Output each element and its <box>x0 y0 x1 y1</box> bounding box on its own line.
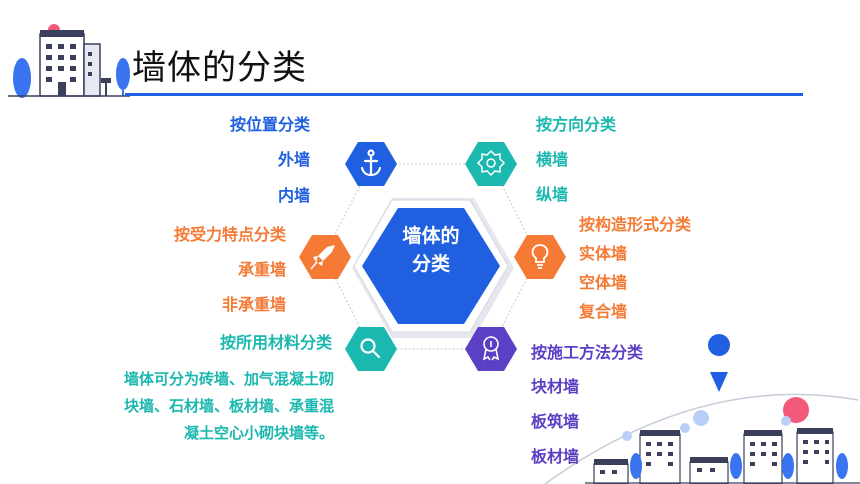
lightbulb-icon <box>531 244 549 269</box>
magnifier-icon <box>360 338 381 359</box>
force-item: 非承重墙 <box>221 295 286 314</box>
construction-item: 实体墙 <box>579 244 628 263</box>
direction-item: 纵墙 <box>536 185 569 204</box>
material-heading: 按所用材料分类 <box>219 333 332 352</box>
position-heading: 按位置分类 <box>229 115 310 134</box>
hex-method <box>465 327 517 371</box>
position-item: 外墙 <box>277 150 310 169</box>
method-item: 块材墙 <box>531 377 580 396</box>
construction-item: 复合墙 <box>579 302 628 321</box>
position-item: 内墙 <box>277 186 310 205</box>
gear-icon <box>476 149 506 177</box>
hex-construction <box>514 235 566 279</box>
hex-direction <box>465 142 517 186</box>
material-description-line: 墙体可分为砖墙、加气混凝土砌 <box>123 370 334 388</box>
header-building-illustration <box>8 24 130 98</box>
center-label-line1: 墙体的 <box>402 225 460 247</box>
method-heading: 按施工方法分类 <box>531 343 644 362</box>
force-heading: 按受力特点分类 <box>173 225 286 244</box>
page-title: 墙体的分类 <box>132 48 307 88</box>
direction-item: 横墙 <box>536 150 569 169</box>
material-description: 墙体可分为砖墙、加气混凝土砌 块墙、石材墙、板材墙、承重混 凝土空心小砌块墙等。 <box>70 366 334 447</box>
rocket-icon <box>310 245 335 270</box>
bottom-skyline-illustration <box>544 334 860 484</box>
title-underline <box>125 93 803 96</box>
direction-heading: 按方向分类 <box>536 115 617 134</box>
method-item: 板材墙 <box>531 447 580 466</box>
center-label-line2: 分类 <box>411 253 450 275</box>
material-description-line: 凝土空心小砌块墙等。 <box>183 424 334 442</box>
construction-item: 空体墙 <box>579 273 628 292</box>
construction-heading: 按构造形式分类 <box>579 215 692 234</box>
force-item: 承重墙 <box>237 260 286 279</box>
method-item: 板筑墙 <box>531 412 580 431</box>
hex-material <box>345 327 397 371</box>
anchor-icon <box>360 149 382 177</box>
center-hexagon <box>352 198 514 338</box>
material-description-line: 块墙、石材墙、板材墙、承重混 <box>123 397 334 415</box>
award-icon <box>482 336 500 361</box>
center-label: 墙体的 分类 <box>381 222 481 278</box>
